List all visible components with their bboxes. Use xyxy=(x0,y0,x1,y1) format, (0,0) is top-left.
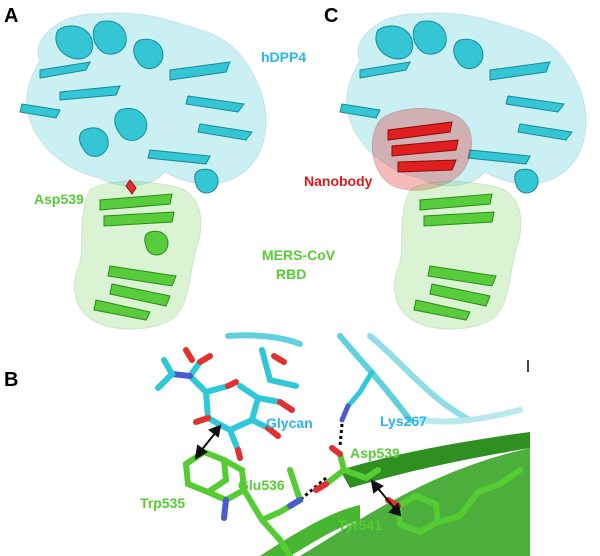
label-glycan: Glycan xyxy=(266,415,313,431)
panel-b-letter: B xyxy=(4,369,18,391)
panel-b: B xyxy=(4,332,530,556)
label-nanobody: Nanobody xyxy=(304,173,373,189)
label-glu536: Glu536 xyxy=(238,477,285,493)
lys267-sticks xyxy=(339,369,375,423)
label-rbd-line1: MERS-CoV xyxy=(262,247,336,263)
panel-c-rbd-structure xyxy=(394,181,522,330)
label-lys267: Lys267 xyxy=(380,413,427,429)
panel-c-letter: C xyxy=(324,5,338,27)
panel-c: C Nanobody xyxy=(304,5,587,330)
label-asp539-panel-b: Asp539 xyxy=(350,445,400,461)
glycan-sticks xyxy=(155,347,299,461)
panel-a-rbd-structure xyxy=(74,179,202,330)
panel-a-hdpp4-structure xyxy=(19,12,267,194)
panel-a-letter: A xyxy=(4,5,18,27)
panel-c-nanobody-structure xyxy=(371,108,472,191)
hydrogen-bonds xyxy=(299,423,344,502)
panel-a: A hDPP4 xyxy=(4,5,336,330)
panel-c-hdpp4-structure xyxy=(339,12,587,194)
label-trp535: Trp535 xyxy=(140,495,185,511)
label-rbd-line2: RBD xyxy=(276,266,306,282)
contact-arrows xyxy=(194,424,402,517)
label-tyr541: Tyr541 xyxy=(338,517,382,533)
label-asp539-panel-a: Asp539 xyxy=(34,191,84,207)
label-hdpp4: hDPP4 xyxy=(261,49,306,65)
